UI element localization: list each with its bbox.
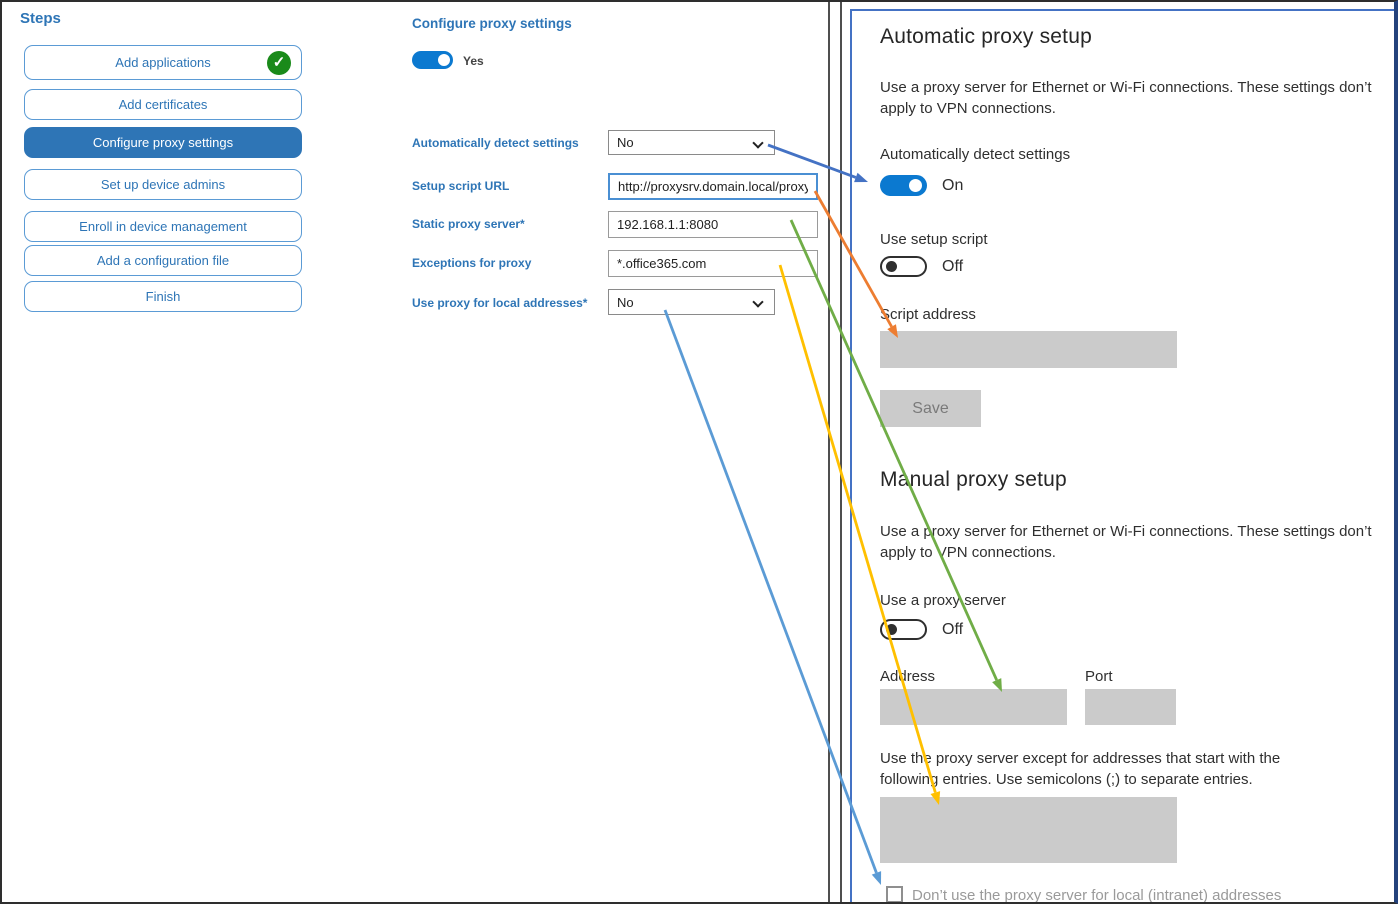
step-label: Add a configuration file — [96, 253, 230, 268]
toggle-knob — [886, 624, 897, 635]
manual-proxy-description: Use a proxy server for Ethernet or Wi-Fi… — [880, 523, 1372, 561]
configure-proxy-toggle-label: Yes — [463, 54, 484, 68]
toggle-knob — [438, 54, 450, 66]
dropdown-value: No — [617, 135, 634, 150]
use-setup-script-toggle[interactable] — [880, 256, 927, 277]
setup-script-url-input[interactable] — [608, 173, 818, 200]
address-label: Address — [880, 668, 936, 685]
save-button[interactable]: Save — [880, 390, 981, 427]
use-proxy-local-label: Use proxy for local addresses* — [412, 296, 588, 310]
proxy-exceptions-field[interactable] — [880, 797, 1177, 863]
completed-check-icon: ✓ — [267, 50, 291, 75]
steps-title: Steps — [20, 10, 61, 27]
proxy-exceptions-help: Use the proxy server except for addresse… — [880, 750, 1281, 788]
auto-detect-dropdown[interactable]: No — [608, 130, 775, 155]
page-title: Configure proxy settings — [412, 16, 572, 31]
use-proxy-local-dropdown[interactable]: No — [608, 289, 775, 315]
static-proxy-server-input[interactable] — [608, 211, 818, 238]
automatic-proxy-description: Use a proxy server for Ethernet or Wi-Fi… — [880, 79, 1372, 117]
sidebar-item-add-applications[interactable]: Add applications ✓ — [24, 45, 302, 80]
port-field[interactable] — [1085, 689, 1176, 725]
step-label: Finish — [145, 289, 181, 304]
sidebar-item-finish[interactable]: Finish — [24, 281, 302, 312]
detect-settings-toggle[interactable] — [880, 175, 927, 196]
manual-proxy-heading: Manual proxy setup — [880, 468, 1067, 491]
pane-divider — [840, 2, 842, 902]
toggle-knob — [886, 261, 897, 272]
use-proxy-server-label: Use a proxy server — [880, 592, 1006, 609]
script-address-field[interactable] — [880, 331, 1177, 368]
windows-proxy-settings-panel: Automatic proxy setup Use a proxy server… — [850, 9, 1394, 904]
sidebar-item-enroll-in-device-management[interactable]: Enroll in device management — [24, 211, 302, 242]
local-addresses-checkbox[interactable] — [886, 886, 903, 902]
exceptions-for-proxy-label: Exceptions for proxy — [412, 256, 532, 270]
step-label: Add certificates — [118, 97, 208, 112]
use-proxy-server-toggle[interactable] — [880, 619, 927, 640]
exceptions-for-proxy-input[interactable] — [608, 250, 818, 277]
auto-detect-label: Automatically detect settings — [412, 136, 579, 150]
dropdown-value: No — [617, 294, 634, 310]
automatic-proxy-heading: Automatic proxy setup — [880, 25, 1092, 48]
use-proxy-server-state: Off — [942, 621, 964, 638]
pane-divider — [828, 2, 830, 902]
step-label: Set up device admins — [100, 177, 226, 192]
local-addresses-arrow — [663, 309, 878, 874]
detect-settings-state: On — [942, 177, 964, 194]
address-field[interactable] — [880, 689, 1067, 725]
sidebar-item-set-up-device-admins[interactable]: Set up device admins — [24, 169, 302, 200]
local-addresses-checkbox-label: Don’t use the proxy server for local (in… — [912, 887, 1282, 904]
step-label: Configure proxy settings — [92, 135, 234, 150]
sidebar-item-add-certificates[interactable]: Add certificates — [24, 89, 302, 120]
step-label: Enroll in device management — [79, 219, 247, 234]
port-label: Port — [1085, 668, 1113, 685]
chevron-down-icon — [752, 296, 764, 308]
sidebar-item-configure-proxy-settings[interactable]: Configure proxy settings — [24, 127, 302, 158]
script-address-label: Script address — [880, 306, 976, 323]
chevron-down-icon — [752, 137, 764, 149]
detect-settings-label: Automatically detect settings — [880, 146, 1071, 163]
use-setup-script-state: Off — [942, 258, 964, 275]
configure-proxy-toggle[interactable] — [412, 51, 453, 69]
toggle-knob — [909, 179, 922, 192]
step-label: Add applications — [115, 55, 211, 70]
static-proxy-server-label: Static proxy server* — [412, 217, 525, 231]
setup-script-url-label: Setup script URL — [412, 179, 510, 193]
sidebar-item-add-a-configuration-file[interactable]: Add a configuration file — [24, 245, 302, 276]
use-setup-script-label: Use setup script — [880, 231, 988, 248]
